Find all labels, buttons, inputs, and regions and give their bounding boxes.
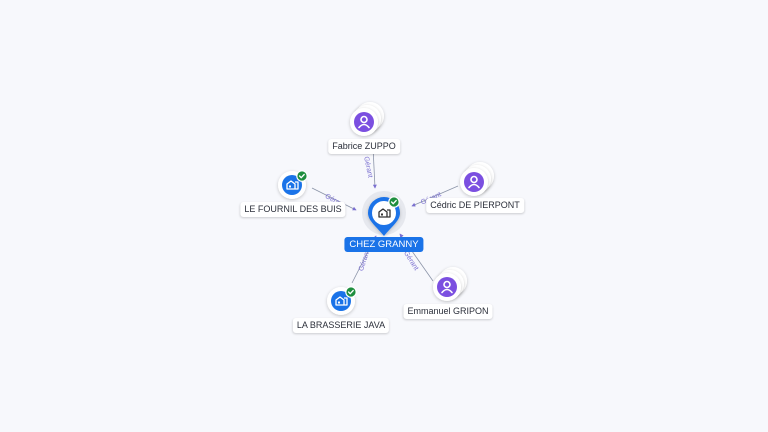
check-badge-icon (345, 286, 357, 298)
node-label-emmanuel[interactable]: Emmanuel GRIPON (403, 304, 493, 319)
check-badge-icon (388, 196, 400, 208)
node-label-fournil[interactable]: LE FOURNIL DES BUIS (240, 202, 346, 217)
node-fournil[interactable] (278, 170, 308, 199)
edge-fournil (311, 187, 357, 211)
check-badge-icon (296, 170, 308, 182)
node-cedric[interactable] (460, 162, 494, 196)
nodes-layer (278, 102, 494, 315)
node-label-cedric[interactable]: Cédric DE PIERPONT (426, 198, 524, 213)
node-emmanuel[interactable] (433, 267, 467, 301)
building-icon (335, 296, 348, 306)
node-fabrice[interactable] (350, 102, 384, 136)
edge-cedric (411, 185, 459, 207)
node-center[interactable] (362, 191, 406, 236)
node-brasserie[interactable] (327, 286, 357, 315)
building-icon (378, 208, 391, 218)
person-icon (441, 280, 453, 294)
node-label-brasserie[interactable]: LA BRASSERIE JAVA (292, 318, 390, 333)
building-icon (286, 180, 299, 190)
person-icon (468, 175, 480, 189)
person-icon (358, 115, 370, 129)
node-label-fabrice[interactable]: Fabrice ZUPPO (328, 139, 400, 154)
node-label-center[interactable]: CHEZ GRANNY (344, 237, 424, 252)
